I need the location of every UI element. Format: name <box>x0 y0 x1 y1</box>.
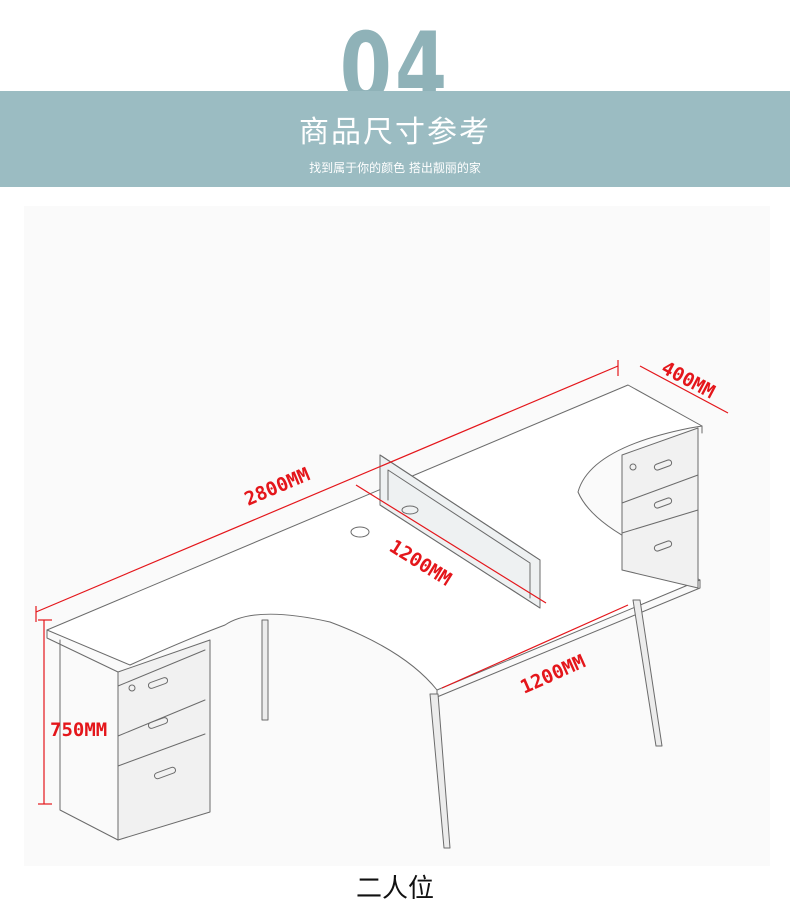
left-pedestal <box>59 639 211 841</box>
page-subtitle: 找到属于你的颜色 搭出靓丽的家 <box>309 161 481 175</box>
dimension-depth: 400MM <box>658 357 719 403</box>
product-caption: 二人位 <box>355 874 434 904</box>
right-pedestal <box>621 427 699 589</box>
privacy-partition <box>379 454 541 609</box>
page-title: 商品尺寸参考 <box>299 115 491 150</box>
product-dimension-drawing: 2800MM 400MM 1200MM 1200MM 750MM <box>24 206 770 866</box>
desk-line-drawing: 2800MM 400MM 1200MM 1200MM 750MM <box>35 357 729 849</box>
dimension-height: 750MM <box>50 719 107 741</box>
dimension-total-length: 2800MM <box>241 464 313 511</box>
dimension-return-length: 1200MM <box>517 651 589 699</box>
header-banner: 商品尺寸参考 找到属于你的颜色 搭出靓丽的家 <box>0 91 790 187</box>
